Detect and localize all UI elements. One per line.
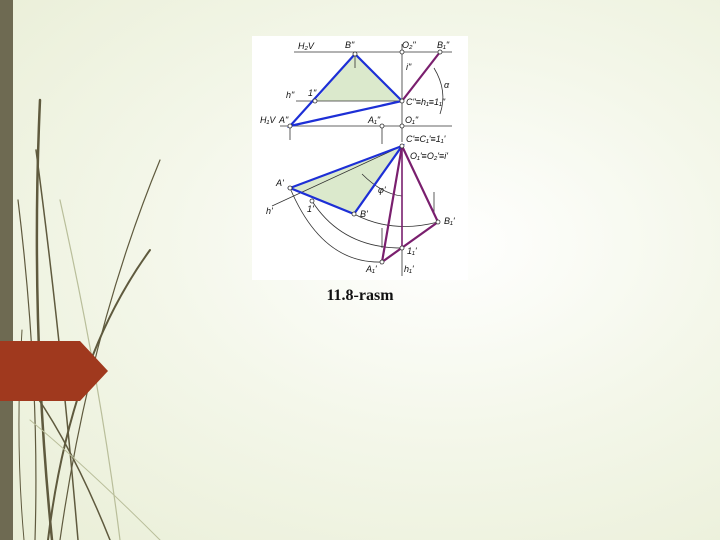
grass-decoration xyxy=(17,98,161,540)
figure-panel: H₂V B" O₂" B₁" i" α h" 1" C"≡h₁≡1₁" H₁V … xyxy=(252,36,468,280)
arc-phi xyxy=(361,173,403,197)
point-b1-top xyxy=(435,219,441,225)
point-b-top xyxy=(351,211,357,217)
point-1-front xyxy=(312,98,318,104)
label-c-front: C"≡h₁≡1₁" xyxy=(406,97,446,107)
label-a1-top: A₁' xyxy=(365,264,377,274)
geometry-diagram: H₂V B" O₂" B₁" i" α h" 1" C"≡h₁≡1₁" H₁V … xyxy=(260,40,455,276)
point-c-front xyxy=(399,98,405,104)
label-b-top: B' xyxy=(360,209,368,219)
label-1-top: 1' xyxy=(307,204,314,214)
point-a1-front xyxy=(379,123,385,129)
label-o2-front: O₂" xyxy=(402,40,416,50)
label-a-front: A" xyxy=(278,115,289,125)
label-h-top: h' xyxy=(266,206,273,216)
label-h1-top: h₁' xyxy=(404,264,414,274)
point-a1-top xyxy=(379,259,385,265)
arc-alpha xyxy=(433,67,444,115)
label-b1-front: B₁" xyxy=(437,40,450,50)
label-o1-top: O₁'≡O₂'≡i' xyxy=(410,151,448,161)
label-o1-front: O₁" xyxy=(405,115,419,125)
label-i-front: i" xyxy=(406,62,412,72)
arc-b-top xyxy=(353,213,439,227)
arc-a-top xyxy=(289,187,383,263)
label-a1-front: A₁" xyxy=(367,115,381,125)
label-b-front: B" xyxy=(345,40,355,50)
label-11-top: 1₁' xyxy=(407,246,417,256)
point-a-top xyxy=(287,185,293,191)
label-c-top: C'≡C₁'≡1₁' xyxy=(406,134,446,144)
point-1-top xyxy=(309,198,315,204)
point-o1-front xyxy=(399,123,405,129)
arc-1-top xyxy=(311,200,403,249)
label-b1-top: B₁' xyxy=(444,216,455,226)
label-alpha: α xyxy=(444,80,450,90)
label-1-front: 1" xyxy=(308,88,317,98)
point-11-top xyxy=(399,245,405,251)
label-h-front: h" xyxy=(286,90,295,100)
arrow-tab-shape xyxy=(0,341,108,401)
point-b-front xyxy=(352,51,358,57)
triangle-front xyxy=(286,52,405,128)
point-a-front xyxy=(287,123,293,129)
label-h1v: H₁V xyxy=(260,115,276,125)
point-o2-front xyxy=(399,49,405,55)
top-fill xyxy=(290,146,402,214)
front-fill xyxy=(315,54,402,101)
rotated-top xyxy=(380,145,440,265)
point-b1-front xyxy=(437,49,443,55)
label-h2v: H₂V xyxy=(298,41,315,51)
point-c-top xyxy=(399,143,405,149)
figure-caption: 11.8-rasm xyxy=(326,287,394,304)
label-phi: φ' xyxy=(378,185,386,195)
label-a-top: A' xyxy=(275,178,284,188)
rotated-front xyxy=(401,51,441,102)
triangle-top xyxy=(286,143,405,216)
left-accent-bar xyxy=(0,0,13,540)
